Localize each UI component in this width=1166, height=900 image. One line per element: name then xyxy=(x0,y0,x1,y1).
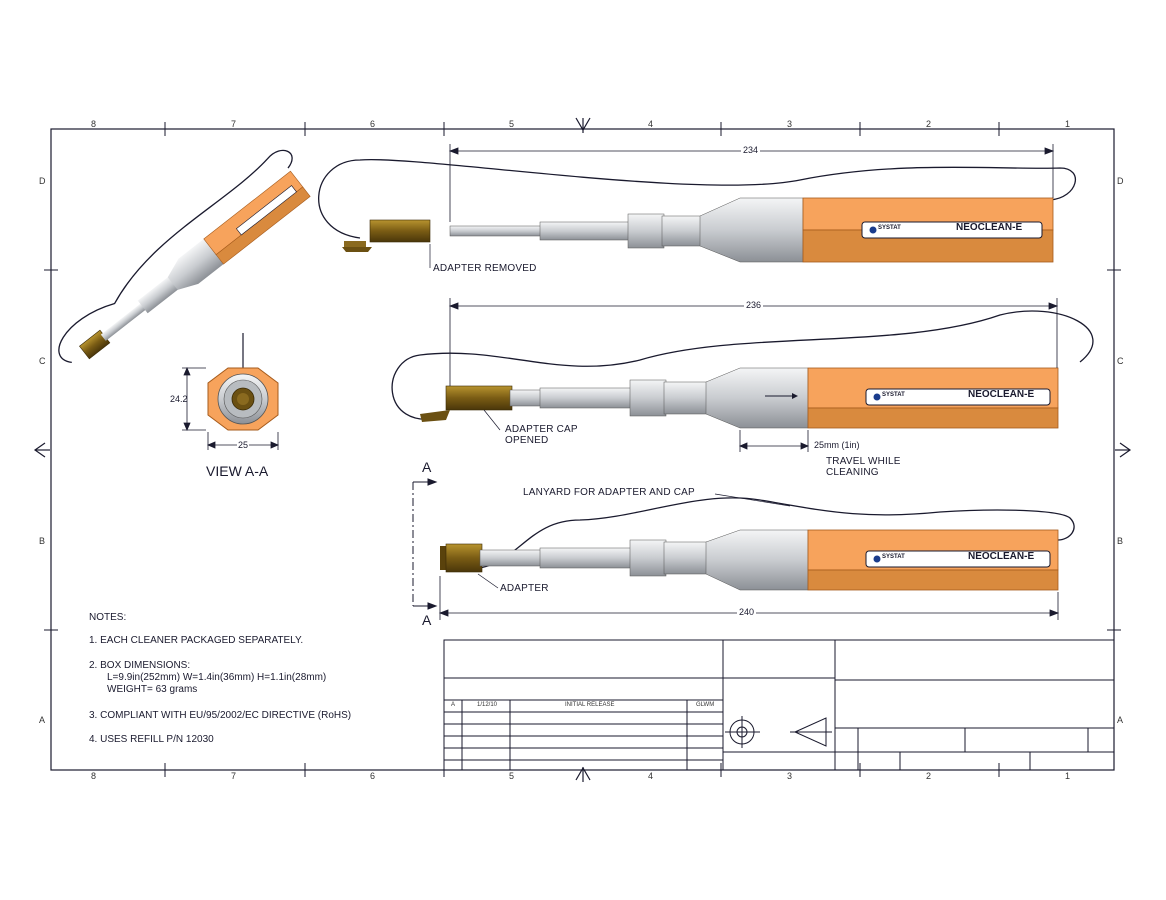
zone-label-right-c: C xyxy=(1117,356,1124,366)
note-3: 3. COMPLIANT WITH EU/95/2002/EC DIRECTIV… xyxy=(89,710,352,721)
dimension-234: 234 xyxy=(741,145,761,155)
dimension-hex-width: 25 xyxy=(237,440,250,450)
section-letter-bottom: A xyxy=(422,612,432,628)
zone-label-right-a: A xyxy=(1117,715,1124,725)
product-label-middle xyxy=(865,388,1051,406)
rev-date: 1/12/10 xyxy=(477,702,498,708)
callout-adapter-cap-line2: OPENED xyxy=(505,435,549,446)
notes-heading: NOTES: xyxy=(89,612,127,623)
dimension-hex-height: 24.2 xyxy=(170,394,188,404)
rev-approved-by: GLWM xyxy=(696,702,715,708)
brand-label-top: SYSTAT xyxy=(878,225,901,231)
dimension-240: 240 xyxy=(737,607,757,617)
note-2-dimensions: L=9.9in(252mm) W=1.4in(36mm) H=1.1in(28m… xyxy=(107,672,327,683)
product-name-bottom: NEOCLEAN-E xyxy=(968,551,1035,562)
view-title: VIEW A-A xyxy=(206,463,269,479)
callout-travel-line1: TRAVEL WHILE xyxy=(826,456,901,467)
view-a-a xyxy=(182,333,280,450)
brand-label-middle: SYSTAT xyxy=(882,392,905,398)
callout-adapter-cap-line1: ADAPTER CAP xyxy=(505,424,578,435)
zone-label-left-d: D xyxy=(39,176,46,186)
zone-label-right-b: B xyxy=(1117,536,1124,546)
zone-label-bottom-6: 6 xyxy=(370,771,376,781)
zone-label-bottom-4: 4 xyxy=(648,771,654,781)
note-2: 2. BOX DIMENSIONS: xyxy=(89,660,191,671)
zone-label-top-6: 6 xyxy=(370,119,376,129)
zone-label-bottom-8: 8 xyxy=(91,771,97,781)
center-marks xyxy=(33,117,1132,782)
zone-label-left-a: A xyxy=(39,715,46,725)
title-block-lines xyxy=(443,639,1115,771)
section-line-a-a xyxy=(412,478,438,610)
product-name-top: NEOCLEAN-E xyxy=(956,222,1023,233)
note-4: 4. USES REFILL P/N 12030 xyxy=(89,734,214,745)
product-label-bottom xyxy=(865,550,1051,568)
zone-label-top-4: 4 xyxy=(648,119,654,129)
adapter-cap-body xyxy=(445,385,513,411)
callout-adapter-removed: ADAPTER REMOVED xyxy=(433,263,537,274)
projection-symbol xyxy=(725,716,832,748)
zone-label-right-d: D xyxy=(1117,176,1124,186)
section-letter-top: A xyxy=(422,459,432,475)
note-2-weight: WEIGHT= 63 grams xyxy=(107,684,198,695)
callout-travel-line2: CLEANING xyxy=(826,467,879,478)
zone-label-top-8: 8 xyxy=(91,119,97,129)
dimension-travel: 25mm (1in) xyxy=(814,440,860,450)
zone-label-top-3: 3 xyxy=(787,119,793,129)
cleaner-top xyxy=(318,158,1076,263)
zone-label-top-5: 5 xyxy=(509,119,515,129)
zone-label-top-7: 7 xyxy=(231,119,237,129)
dim-line-travel xyxy=(738,430,810,452)
zone-label-left-c: C xyxy=(39,356,46,366)
brand-label-bottom: SYSTAT xyxy=(882,554,905,560)
zone-label-bottom-1: 1 xyxy=(1065,771,1071,781)
callout-lanyard: LANYARD FOR ADAPTER AND CAP xyxy=(523,487,695,498)
adapter-removed-body xyxy=(369,219,431,243)
lanyard-bottom xyxy=(479,497,1075,569)
leader-lanyard xyxy=(714,493,791,507)
lanyard-middle xyxy=(391,310,1094,421)
adapter-body xyxy=(445,543,483,573)
note-1: 1. EACH CLEANER PACKAGED SEPARATELY. xyxy=(89,635,304,646)
zone-label-left-b: B xyxy=(39,536,46,546)
zone-label-top-1: 1 xyxy=(1065,119,1071,129)
zone-label-bottom-2: 2 xyxy=(926,771,932,781)
product-name-middle: NEOCLEAN-E xyxy=(968,389,1035,400)
zone-label-bottom-7: 7 xyxy=(231,771,237,781)
rev-letter: A xyxy=(451,702,456,708)
zone-label-top-2: 2 xyxy=(926,119,932,129)
zone-label-bottom-3: 3 xyxy=(787,771,793,781)
callout-adapter: ADAPTER xyxy=(500,583,549,594)
isometric-cleaner xyxy=(58,149,311,363)
cleaner-bottom xyxy=(440,497,1075,591)
lanyard-top xyxy=(318,158,1076,239)
cleaner-middle xyxy=(391,310,1094,429)
rev-description: INITIAL RELEASE xyxy=(565,702,615,708)
product-label-top xyxy=(861,221,1043,239)
zone-label-bottom-5: 5 xyxy=(509,771,515,781)
dimension-236: 236 xyxy=(744,300,764,310)
